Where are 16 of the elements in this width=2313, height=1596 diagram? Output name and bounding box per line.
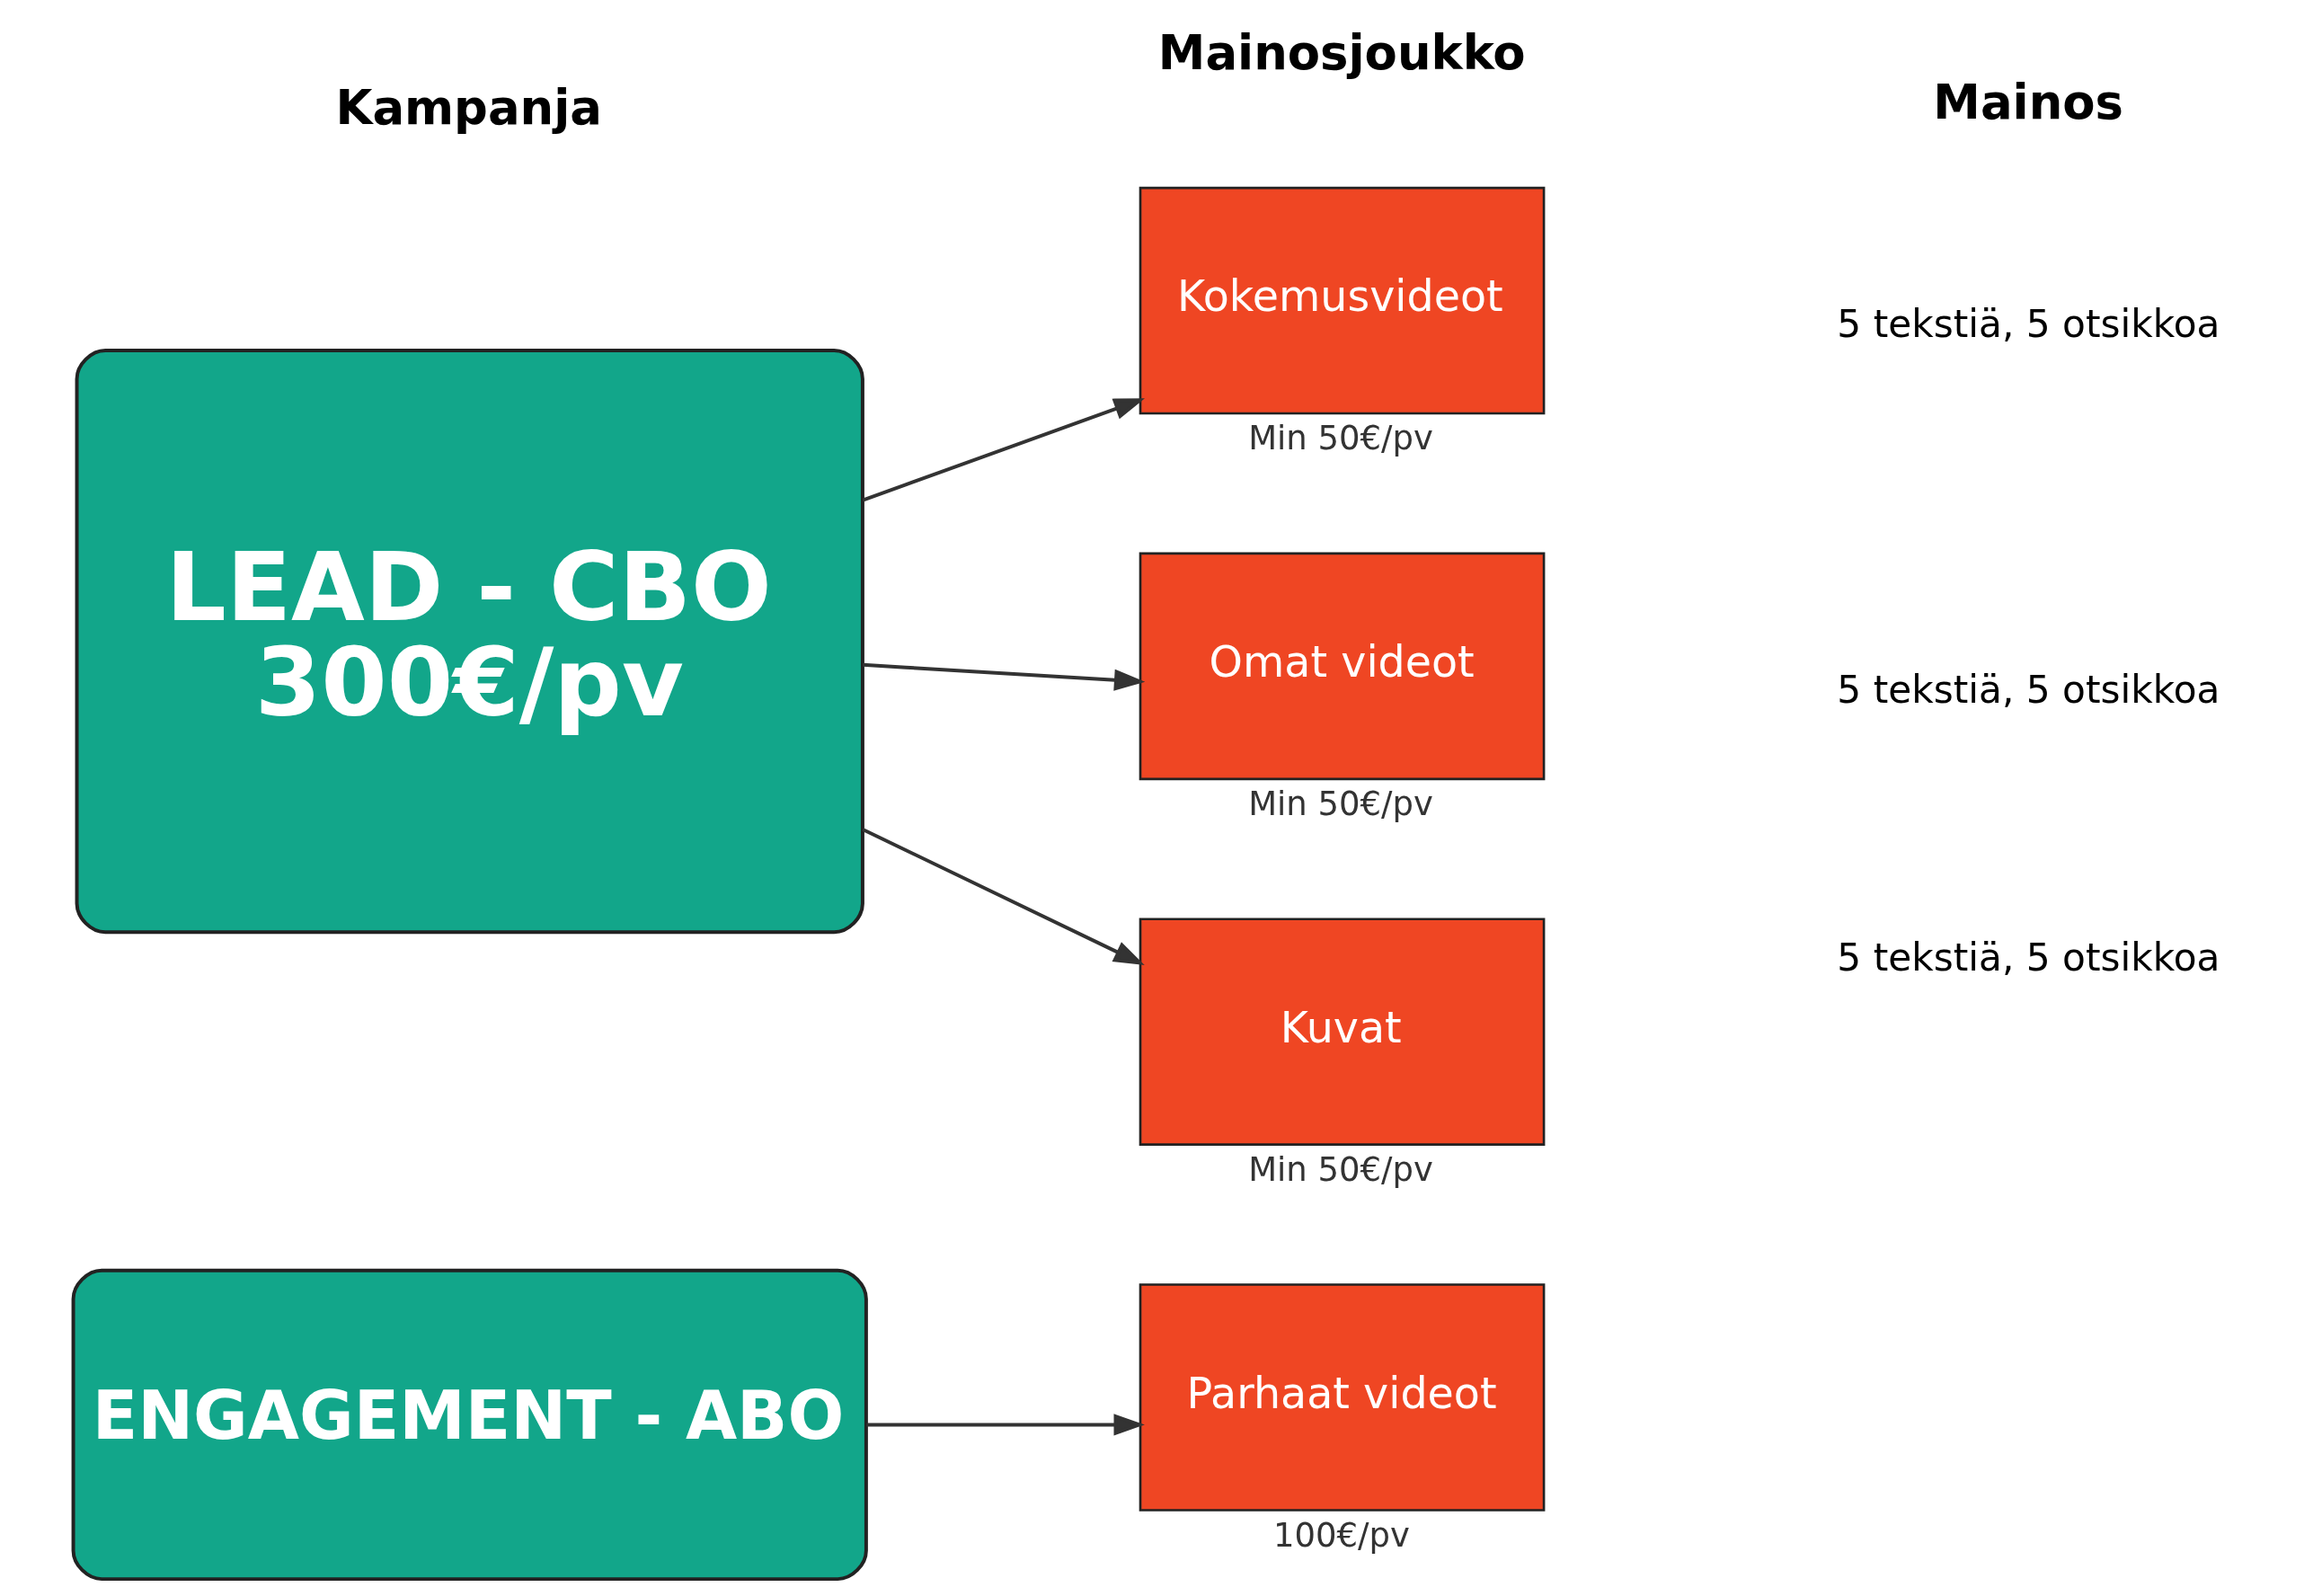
label: Mainosjoukko <box>1157 25 1526 80</box>
label: Kampanja <box>334 79 602 135</box>
arrow <box>862 662 1145 691</box>
label: 5 tekstiä, 5 otsikkoa <box>1836 935 2220 980</box>
arrow <box>865 1414 1145 1436</box>
arrow <box>861 398 1145 502</box>
node-label: 100€/pv <box>1272 1515 1410 1555</box>
node-label: Min 50€/pv <box>1247 419 1433 458</box>
node-box: LEAD - CBO 300€/pv <box>75 349 864 935</box>
node-box: ENGAGEMENT - ABO <box>71 1268 868 1582</box>
label: 5 tekstiä, 5 otsikkoa <box>1836 301 2220 346</box>
arrow <box>861 828 1145 965</box>
node-label: Min 50€/pv <box>1247 785 1433 824</box>
node-label: Min 50€/pv <box>1247 1149 1433 1189</box>
label: 5 tekstiä, 5 otsikkoa <box>1836 667 2220 712</box>
label: Mainos <box>1932 75 2123 130</box>
